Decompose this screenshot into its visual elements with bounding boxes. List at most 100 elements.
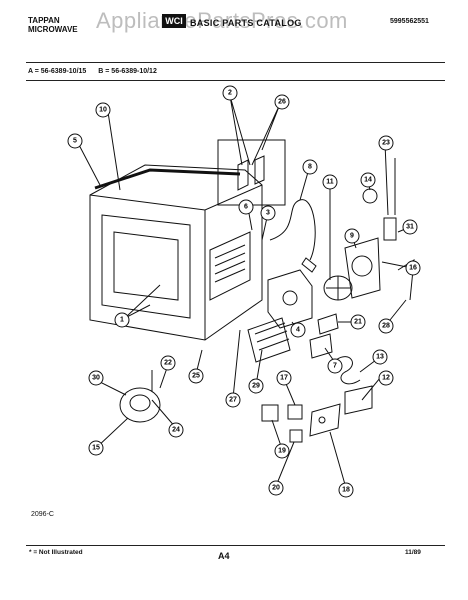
svg-text:2: 2 [228,90,232,97]
callout-23: 23 [378,135,394,151]
variant-a: A = 56-6389-10/15 [28,68,87,75]
callout-26: 26 [274,94,290,110]
svg-text:8: 8 [308,164,312,171]
callout-16: 16 [405,260,421,276]
callout-24: 24 [168,422,184,438]
callout-30: 30 [88,370,104,386]
svg-text:13: 13 [376,354,384,361]
callout-19: 19 [274,443,290,459]
callout-10: 10 [95,102,111,118]
variant-b: B = 56-6389-10/12 [98,68,157,75]
callout-28: 28 [378,318,394,334]
svg-text:15: 15 [92,445,100,452]
callout-18: 18 [338,482,354,498]
footnote: * = Not Illustrated [29,549,83,556]
diagram-linework [77,95,415,489]
svg-text:17: 17 [280,375,288,382]
svg-text:31: 31 [406,224,414,231]
capacitor-small [287,404,303,420]
callout-4: 4 [290,322,306,338]
svg-text:27: 27 [229,397,237,404]
svg-text:5: 5 [73,138,77,145]
thermal-cutout [383,217,397,241]
oven-cavity [101,214,191,319]
svg-text:22: 22 [164,360,172,367]
relay [309,333,333,359]
brand-name: TAPPAN MICROWAVE [28,16,78,34]
switch-brackets [237,155,265,191]
model-variants: A = 56-6389-10/15 B = 56-6389-10/12 [28,68,167,75]
variants-rule [26,80,445,81]
page-number: A4 [218,551,230,561]
interlock-switch [317,313,339,335]
svg-text:29: 29 [252,383,260,390]
svg-text:20: 20 [272,485,280,492]
magnetron [267,269,313,329]
svg-text:19: 19 [278,448,286,455]
fuse-holder [344,385,373,415]
callout-21: 21 [350,314,366,330]
svg-text:4: 4 [296,327,300,334]
vent-slots [214,244,246,283]
callout-1: 1 [114,312,130,328]
thermostat [119,387,161,423]
svg-text:23: 23 [382,140,390,147]
callout-20: 20 [268,480,284,496]
callout-3: 3 [260,205,276,221]
svg-text:28: 28 [382,323,390,330]
callout-6: 6 [238,199,254,215]
svg-text:18: 18 [342,487,350,494]
control-panel-area [209,231,251,301]
callout-14: 14 [360,172,376,188]
svg-text:14: 14 [364,177,372,184]
diagram-code: 2096-C [31,511,54,518]
resistor-block [289,429,303,443]
callout-13: 13 [372,349,388,365]
svg-text:7: 7 [333,363,337,370]
callout-31: 31 [402,219,418,235]
footer-rule [26,545,445,546]
svg-text:1: 1 [120,317,124,324]
cabinet-top-edge [89,184,263,211]
callout-15: 15 [88,440,104,456]
watermark: AppliancePartsPros.com [96,8,348,33]
wire-harness [335,356,361,385]
revision-date: 11/89 [405,549,421,556]
svg-text:26: 26 [278,99,286,106]
svg-text:30: 30 [92,375,100,382]
svg-text:10: 10 [99,107,107,114]
detail-box [217,139,286,206]
magnetron-port [282,290,298,306]
cord-plug [301,257,317,273]
catalog-code: 5995562551 [390,18,429,25]
svg-text:6: 6 [244,204,248,211]
callout-22: 22 [160,355,176,371]
svg-text:3: 3 [266,210,270,217]
diode [261,404,279,422]
svg-text:21: 21 [354,319,362,326]
callout-12: 12 [378,370,394,386]
top-vent-strip [94,168,241,190]
catalog-title: BASIC PARTS CATALOG [190,18,302,28]
svg-text:11: 11 [326,179,334,186]
callout-17: 17 [276,370,292,386]
fan-motor [351,255,373,277]
svg-text:16: 16 [409,265,417,272]
thermostat-face [129,394,151,412]
svg-text:25: 25 [192,373,200,380]
capacitor [309,403,341,437]
svg-text:9: 9 [350,233,354,240]
capacitor-terminal [318,416,326,424]
callout-8: 8 [302,159,318,175]
callout-27: 27 [225,392,241,408]
knob [362,188,378,204]
transformer-windings [254,322,290,351]
fan-blade-spokes [326,276,350,300]
transformer [247,317,291,363]
header-rule [26,62,445,63]
callout-9: 9 [344,228,360,244]
callout-2: 2 [222,85,238,101]
svg-text:24: 24 [172,427,180,434]
cavity-inner [113,231,179,301]
